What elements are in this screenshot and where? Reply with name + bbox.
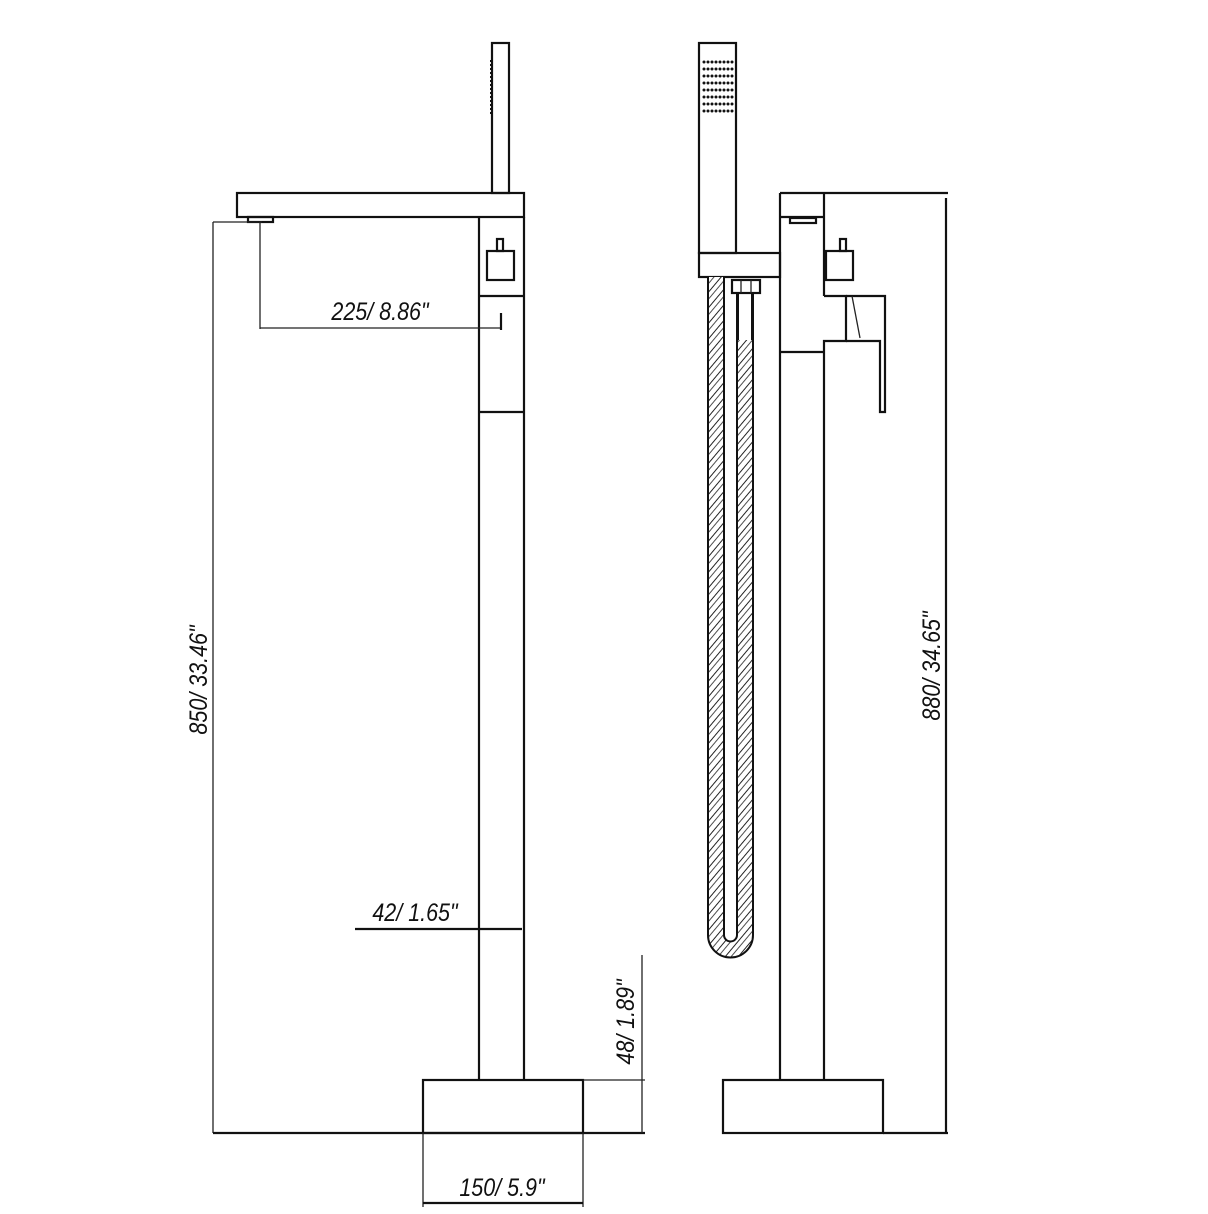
nozzle-dot <box>706 95 710 99</box>
valve-body <box>485 249 516 282</box>
hose-connector <box>739 294 751 340</box>
nozzle-dot <box>718 88 722 92</box>
nozzle-dot <box>722 81 726 85</box>
nozzle-dot <box>718 81 722 85</box>
column-width-label: 42/ 1.65" <box>372 898 459 926</box>
nozzle-dot <box>730 102 734 106</box>
nozzle-dot <box>726 60 730 64</box>
nozzle-dot <box>726 95 730 99</box>
valve-body <box>824 249 855 282</box>
valve-knob <box>495 237 505 253</box>
nozzle-dot <box>722 102 726 106</box>
lever-handle <box>846 294 887 414</box>
nozzle-dot <box>706 60 710 64</box>
nozzle-dot <box>714 81 718 85</box>
spout-reach-label: 225/ 8.86" <box>330 297 430 325</box>
column-right-edge <box>822 294 848 1080</box>
nozzle-dot <box>730 95 734 99</box>
nozzle-dot <box>714 67 718 71</box>
nozzle-dot <box>714 88 718 92</box>
nozzle-dot <box>726 102 730 106</box>
nozzle-dot <box>718 102 722 106</box>
lever-edge <box>851 295 861 339</box>
side-view: 880/ 34.65" <box>697 41 948 1135</box>
nozzle-dot <box>730 81 734 85</box>
hand-shower <box>490 41 511 195</box>
nozzle-dot <box>726 88 730 92</box>
nozzle-dot <box>702 109 706 113</box>
nozzle-dot <box>718 74 722 78</box>
nozzle-dot <box>702 81 706 85</box>
nozzle-dot <box>730 67 734 71</box>
hand-shower <box>697 41 738 255</box>
nozzle-dot <box>718 109 722 113</box>
nozzle-dot <box>710 81 714 85</box>
dimension-base-width: 150/ 5.9" <box>422 1133 584 1207</box>
nozzle-dot <box>710 95 714 99</box>
nozzle-dot <box>702 102 706 106</box>
shower-nozzle-grid <box>702 60 734 113</box>
nozzle-dot <box>726 67 730 71</box>
nozzle-dot <box>714 60 718 64</box>
nozzle-dot <box>718 95 722 99</box>
nozzle-dot <box>702 74 706 78</box>
nozzle-dot <box>706 102 710 106</box>
nozzle-dot <box>702 67 706 71</box>
aerator <box>246 215 275 224</box>
nozzle-dot <box>722 67 726 71</box>
base <box>721 1078 885 1135</box>
nozzle-dot <box>706 109 710 113</box>
dimension-spout-reach: 225/ 8.86" <box>259 222 503 330</box>
spout-height-label: 850/ 33.46" <box>184 624 212 735</box>
aerator <box>788 216 818 225</box>
nozzle-dot <box>706 74 710 78</box>
nozzle-dot <box>718 60 722 64</box>
dimension-spout-height: 850/ 33.46" <box>184 221 645 1135</box>
spout <box>235 191 526 219</box>
nozzle-dot <box>702 60 706 64</box>
nozzle-dot <box>710 67 714 71</box>
nozzle-dot <box>730 60 734 64</box>
nozzle-dot <box>706 88 710 92</box>
dimension-column-width: 42/ 1.65" <box>355 898 522 931</box>
front-view: 225/ 8.86" 850/ 33.46" 42/ 1.65" 48/ 1.8… <box>184 41 645 1207</box>
nozzle-dot <box>710 74 714 78</box>
nozzle-dot <box>726 81 730 85</box>
nozzle-dot <box>730 109 734 113</box>
nozzle-dot <box>718 67 722 71</box>
nozzle-dot <box>722 109 726 113</box>
nozzle-dot <box>706 67 710 71</box>
dimension-base-height: 48/ 1.89" <box>583 955 645 1133</box>
nozzle-dot <box>726 74 730 78</box>
nozzle-dot <box>710 60 714 64</box>
nozzle-dot <box>714 74 718 78</box>
nozzle-dot <box>730 74 734 78</box>
shower-holder <box>697 251 782 279</box>
nozzle-dot <box>710 88 714 92</box>
nozzle-dot <box>726 109 730 113</box>
nozzle-dot <box>702 88 706 92</box>
nozzle-dot <box>722 88 726 92</box>
hose-nut <box>730 278 762 295</box>
nozzle-dot <box>706 81 710 85</box>
braided-hose <box>709 277 752 957</box>
nozzle-dot <box>714 102 718 106</box>
nozzle-dot <box>710 102 714 106</box>
valve-knob <box>838 237 848 253</box>
nozzle-dot <box>722 95 726 99</box>
base-height-label: 48/ 1.89" <box>611 978 639 1065</box>
nozzle-dot <box>722 60 726 64</box>
overall-height-label: 880/ 34.65" <box>917 610 945 721</box>
nozzle-dot <box>714 109 718 113</box>
nozzle-dot <box>730 88 734 92</box>
nozzle-dot <box>710 109 714 113</box>
nozzle-dot <box>702 95 706 99</box>
base-width-label: 150/ 5.9" <box>459 1173 546 1201</box>
nozzle-dot <box>714 95 718 99</box>
base <box>421 1078 585 1135</box>
nozzle-dot <box>722 74 726 78</box>
